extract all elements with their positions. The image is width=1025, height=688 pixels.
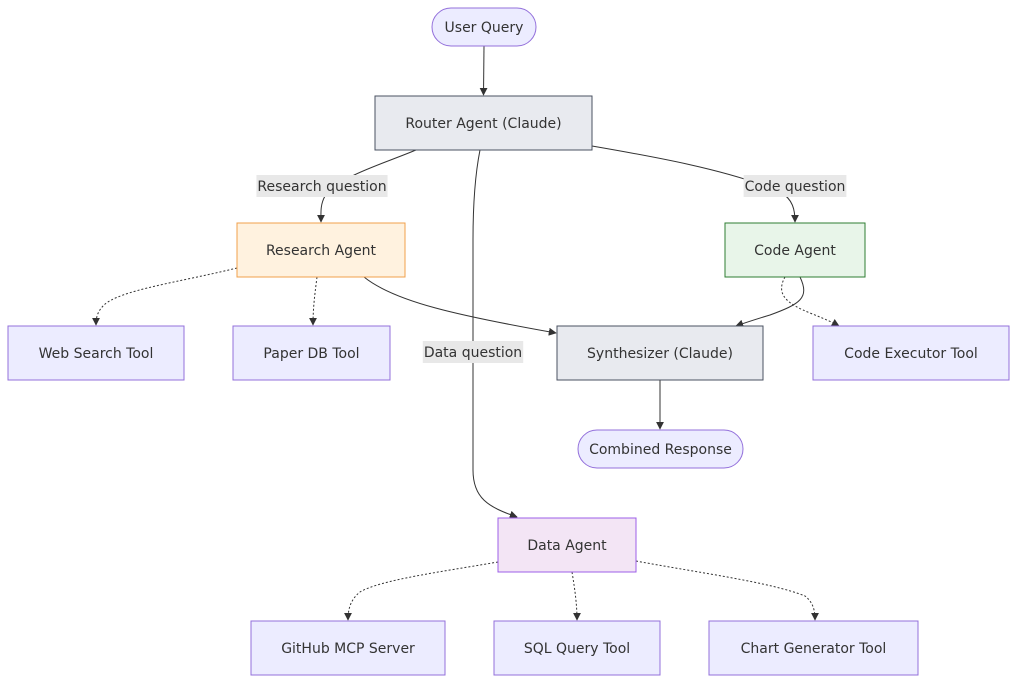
edge-label-text: Data question [424,345,522,361]
node-web-search[interactable]: Web Search Tool [7,325,185,381]
node-label: Synthesizer (Claude) [587,346,733,362]
node-label: SQL Query Tool [524,641,630,657]
edges-layer [92,45,840,621]
edge-label-background [743,175,847,197]
node-label: GitHub MCP Server [281,641,415,657]
node-label: Combined Response [589,442,732,458]
edge-label: Code question [743,175,847,197]
node-code[interactable]: Code Agent [724,222,866,278]
edge-research-to-web-search [92,267,238,326]
node-label: Code Executor Tool [844,346,978,362]
edge-research-to-synth [363,276,557,336]
node-shape [7,325,185,381]
node-shape [556,325,764,381]
node-shape [577,429,744,469]
edge-research-to-paper-db [309,276,318,326]
node-label: Code Agent [754,243,836,259]
node-label: Research Agent [266,243,377,259]
node-shape [497,517,637,573]
node-shape [812,325,1010,381]
edge-data-to-sql [571,571,581,621]
node-label: Data Agent [527,538,607,554]
node-github[interactable]: GitHub MCP Server [250,620,446,676]
node-data[interactable]: Data Agent [497,517,637,573]
node-paper-db[interactable]: Paper DB Tool [232,325,391,381]
node-synth[interactable]: Synthesizer (Claude) [556,325,764,381]
node-label: Web Search Tool [39,346,154,362]
node-shape [493,620,661,676]
edge-label: Data question [422,341,524,363]
node-shape [236,222,406,278]
node-combined[interactable]: Combined Response [577,429,744,469]
node-label: Paper DB Tool [263,346,359,362]
node-label: User Query [445,20,524,36]
node-label: Chart Generator Tool [741,641,887,657]
edge-label-background [422,341,524,363]
node-research[interactable]: Research Agent [236,222,406,278]
node-shape [250,620,446,676]
edge-data-to-github [344,561,499,621]
edge-user-query-to-router [479,45,488,96]
node-shape [232,325,391,381]
edge-code-to-code-exec [781,276,840,327]
edge-label: Research question [256,175,388,197]
node-code-exec[interactable]: Code Executor Tool [812,325,1010,381]
node-shape [708,620,919,676]
node-label: Router Agent (Claude) [405,116,561,132]
edge-router-to-data [472,149,518,519]
edge-data-to-chart [635,560,819,621]
node-sql[interactable]: SQL Query Tool [493,620,661,676]
edge-label-background [256,175,388,197]
node-shape [724,222,866,278]
edge-label-text: Research question [257,179,386,195]
node-shape [374,95,593,151]
node-shape [431,7,537,47]
node-user-query[interactable]: User Query [431,7,537,47]
node-router[interactable]: Router Agent (Claude) [374,95,593,151]
edge-code-to-synth [735,276,805,328]
edge-label-text: Code question [745,179,846,195]
node-chart[interactable]: Chart Generator Tool [708,620,919,676]
